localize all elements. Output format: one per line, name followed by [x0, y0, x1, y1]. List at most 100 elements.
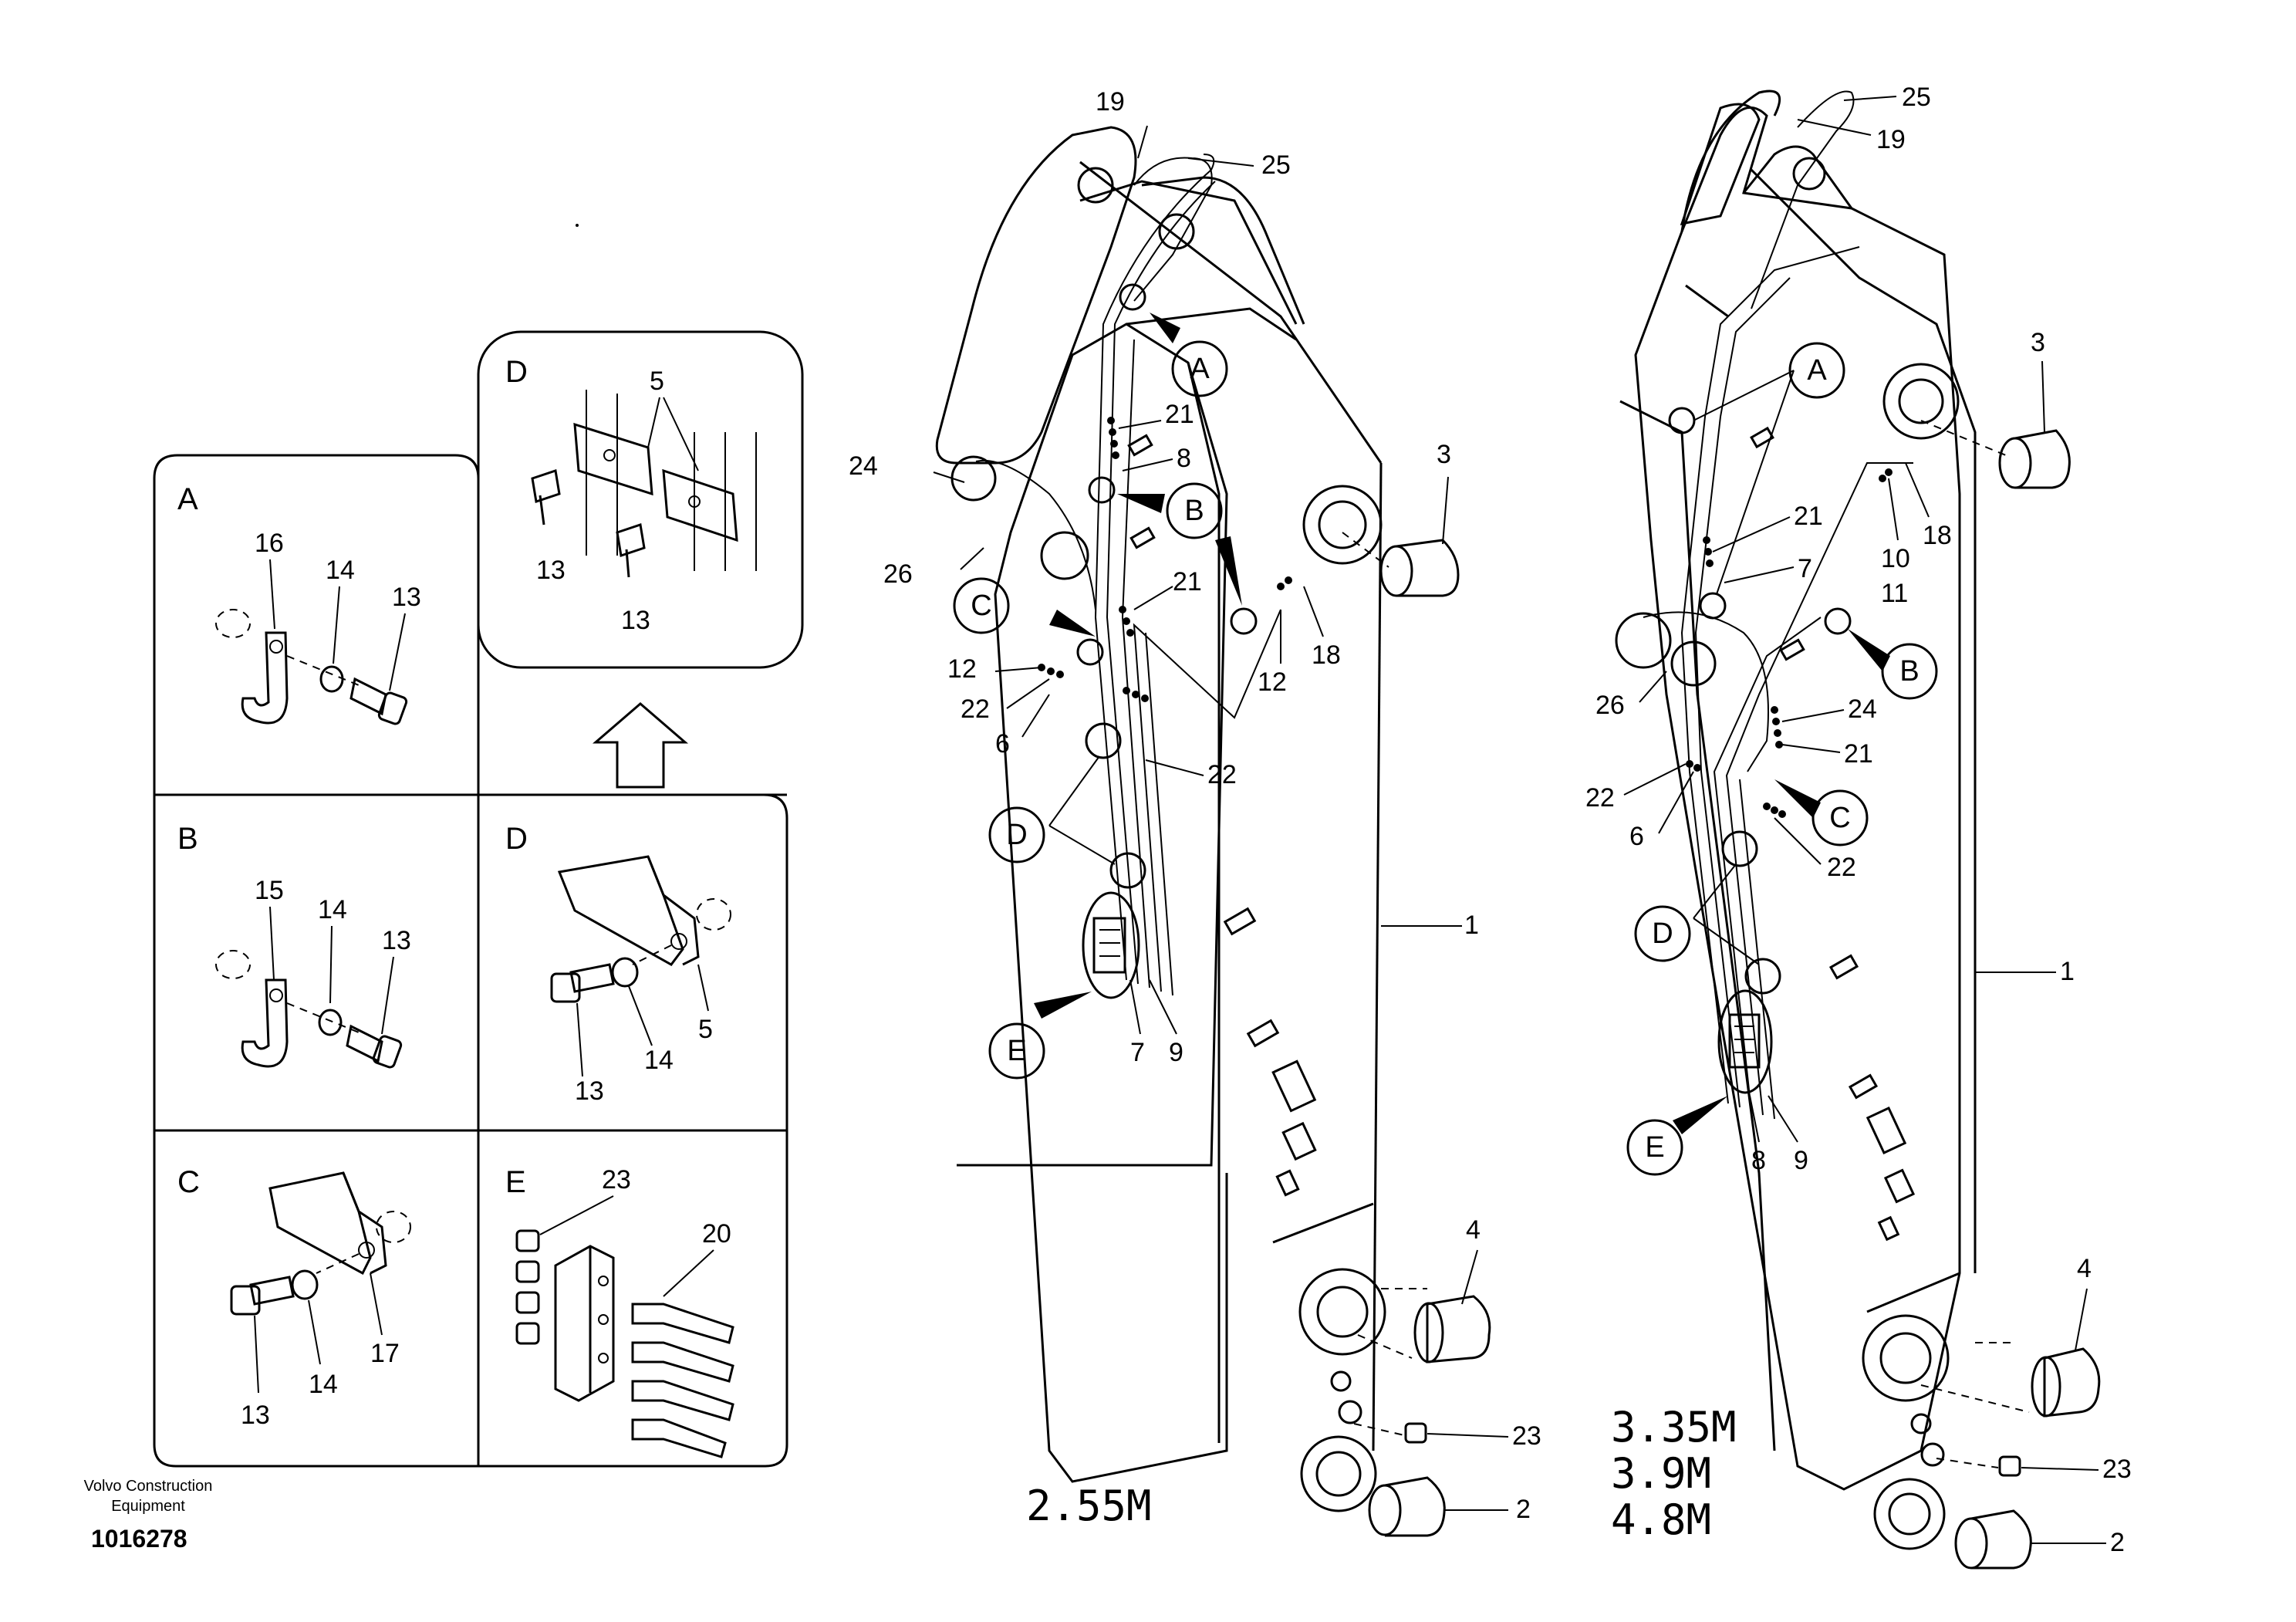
detail-panel-d-top: D 5 13 13 [505, 355, 757, 635]
hose-clamps [1038, 417, 1292, 702]
document-number: 1016278 [91, 1525, 187, 1553]
callout-label: 7 [1130, 1038, 1145, 1067]
detail-ref-bubble-a: A [1190, 353, 1210, 385]
bolt [249, 1276, 295, 1306]
callout-label: 19 [1876, 125, 1906, 154]
hose-clamps [1686, 468, 1893, 818]
bolt [349, 677, 387, 716]
clip-position-marker [376, 1211, 411, 1243]
pointer-arrow [1848, 629, 1890, 671]
callout-label: 22 [1827, 853, 1856, 882]
bolt-head [616, 523, 646, 557]
callout-label: 8 [1177, 444, 1191, 473]
arm-right-bubbles: A B C D E [1626, 342, 1938, 1176]
panel-letter: D [505, 822, 528, 856]
callout-label: 13 [536, 556, 566, 585]
washer [319, 665, 344, 693]
panel-letter: D [505, 355, 528, 389]
upper-plate [1680, 103, 1761, 225]
pin-bore [1862, 1314, 1950, 1402]
grease-block-outline [1082, 891, 1140, 999]
callout-label: 19 [1096, 87, 1125, 117]
callout-label: 22 [1207, 760, 1237, 789]
washer [291, 1269, 319, 1300]
callout-label: 21 [1173, 567, 1202, 596]
arm-left-callouts: 19 25 21 8 24 26 21 12 22 6 22 12 18 3 1… [849, 87, 1541, 1524]
callout-label: 25 [1902, 83, 1931, 112]
detail-panel-d-middle: D 5 13 14 [505, 822, 731, 1106]
callout-label: 26 [883, 559, 913, 589]
callout-label: 13 [575, 1076, 604, 1106]
detail-ref-bubble-a: A [1807, 354, 1827, 387]
callout-label: 23 [602, 1165, 631, 1195]
bracket [662, 468, 738, 542]
callout-label: 13 [241, 1401, 270, 1430]
callout-label: 17 [370, 1339, 400, 1368]
callout-label: 20 [702, 1219, 731, 1249]
pin-bore [1300, 1435, 1377, 1512]
callout-label: 6 [1629, 822, 1644, 851]
pointer-arrow [1150, 313, 1180, 343]
arm-left: 19 25 21 8 24 26 21 12 22 6 22 12 18 3 1… [849, 87, 1541, 1537]
callout-label: 1 [1464, 911, 1479, 940]
hose-fittings [631, 1303, 734, 1458]
panel-letter: E [505, 1165, 526, 1199]
callout-label: 21 [1165, 400, 1194, 429]
detail-ref-bubble-b: B [1899, 655, 1919, 688]
callout-label: 12 [1258, 667, 1287, 697]
bracket [573, 422, 653, 496]
detail-ref-bubble-b: B [1184, 495, 1204, 527]
callout-label: 8 [1751, 1146, 1766, 1175]
callout-label: 21 [1844, 739, 1873, 769]
callout-label: 9 [1169, 1038, 1183, 1067]
callout-label: 24 [1848, 694, 1877, 724]
bolt [346, 1024, 383, 1063]
callout-label: 14 [326, 556, 355, 585]
pin-bore [1873, 1478, 1946, 1550]
detail-ref-bubble-e: E [1007, 1035, 1026, 1067]
arm-left-bubbles: A B C D E [953, 340, 1228, 1080]
bushing-3 [1342, 532, 1460, 597]
pointer-arrow [1117, 494, 1165, 513]
detail-ref-bubble-c: C [1829, 802, 1850, 834]
callout-label: 11 [1881, 579, 1908, 608]
detail-panels: A 16 14 13 D 5 13 13 [153, 330, 804, 1468]
arm-length-label: 2.55M [1026, 1482, 1152, 1530]
callout-label: 23 [2102, 1455, 2132, 1484]
pointer-arrow [1034, 992, 1092, 1019]
callout-label: 5 [698, 1015, 713, 1044]
callout-label: 14 [318, 895, 347, 924]
pin-bore [1882, 363, 1960, 440]
bushing-3 [1920, 420, 2071, 489]
nipple-fittings [515, 1229, 540, 1345]
grease-block-outline [1717, 989, 1773, 1094]
callout-label: 13 [392, 583, 421, 612]
bolt-head [531, 469, 561, 503]
callout-label: 16 [255, 529, 284, 558]
clip-position-marker [215, 609, 251, 638]
callout-label: 13 [621, 606, 650, 635]
beam-slots [1750, 426, 1916, 1242]
callout-label: 22 [961, 694, 990, 724]
callout-label: 12 [947, 654, 977, 684]
clip-position-marker [215, 950, 251, 979]
footer: Volvo Construction Equipment 1016278 [84, 1478, 213, 1553]
pointer-arrow [1049, 610, 1096, 637]
washer [318, 1009, 343, 1036]
pointer-arrow [1215, 536, 1242, 606]
pointer-arrow [1673, 1096, 1728, 1134]
callout-label: 24 [849, 451, 878, 481]
detail-ref-bubble-c: C [971, 590, 991, 622]
detail-panel-e: E 23 20 [505, 1165, 734, 1458]
callout-label: 10 [1881, 544, 1910, 573]
callout-label: 15 [255, 876, 284, 905]
beam-slots [1127, 434, 1317, 1197]
callout-label: 22 [1585, 783, 1615, 813]
pointer-arrow [1774, 779, 1821, 818]
callout-label: 23 [1512, 1421, 1541, 1451]
pin-bore [1298, 1268, 1386, 1356]
detail-panel-b: B 15 14 13 [177, 822, 411, 1069]
detail-ref-bubble-d: D [1006, 819, 1027, 851]
callout-label: 5 [650, 367, 664, 396]
